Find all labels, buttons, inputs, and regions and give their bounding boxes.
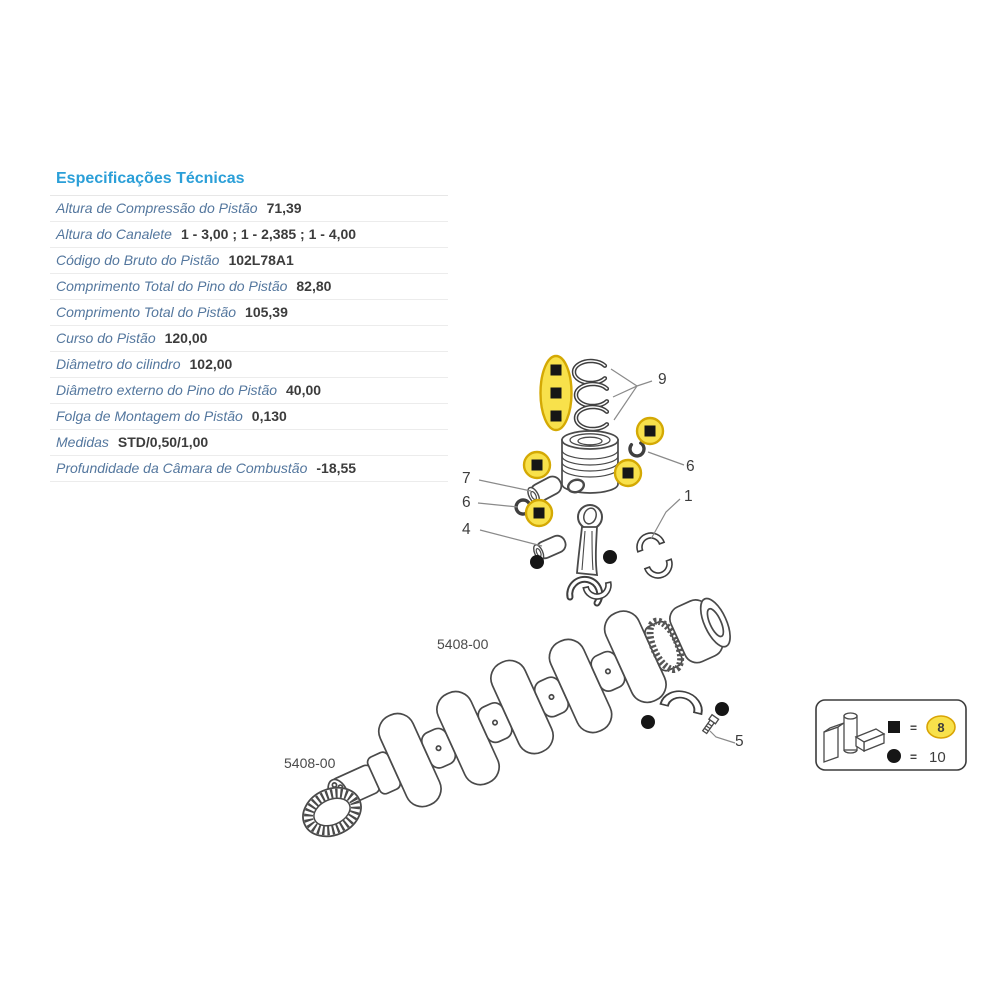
spec-value: 102L78A1 — [228, 252, 294, 268]
circlip-right-drawing — [627, 440, 647, 459]
spec-table-title: Especificações Técnicas — [50, 166, 448, 196]
spec-table: Especificações Técnicas Altura de Compre… — [50, 166, 448, 482]
assembly-code-upper: 5408-00 — [437, 636, 489, 652]
spec-label: Diâmetro do cilindro — [56, 356, 181, 372]
square-highlight-icon — [635, 416, 665, 446]
legend-eq-sign: = — [910, 721, 917, 735]
spec-value: 102,00 — [189, 356, 233, 372]
spec-label: Curso do Pistão — [56, 330, 156, 346]
spec-row: Código do Bruto do Pistão 102L78A1 — [50, 248, 448, 274]
legend-eq-sign: = — [910, 750, 917, 764]
legend-square-icon — [888, 721, 900, 733]
leader-lines — [477, 368, 736, 744]
spec-label: Comprimento Total do Pistão — [56, 304, 237, 320]
assembly-code-lower: 5408-00 — [284, 755, 336, 771]
spec-value: 105,39 — [245, 304, 288, 320]
spec-label: Medidas — [56, 434, 109, 450]
spec-row: Diâmetro externo do Pino do Pistão 40,00 — [50, 378, 448, 404]
spec-row: Comprimento Total do Pistão 105,39 — [50, 300, 448, 326]
spec-value: STD/0,50/1,00 — [117, 434, 209, 450]
spec-row: Comprimento Total do Pino do Pistão 82,80 — [50, 274, 448, 300]
square-highlight-icon — [522, 450, 552, 480]
spec-label: Comprimento Total do Pino do Pistão — [56, 278, 288, 294]
part-label-6-left: 6 — [462, 494, 471, 511]
part-label-5: 5 — [735, 733, 744, 750]
piston-drawing — [561, 430, 619, 494]
spec-value: 82,80 — [296, 278, 332, 294]
spec-value: 40,00 — [286, 382, 322, 398]
spec-row: Altura do Canalete 1 - 3,00 ; 1 - 2,385 ;… — [50, 222, 448, 248]
spec-label: Código do Bruto do Pistão — [56, 252, 220, 268]
rod-bearing-shells-drawing — [632, 528, 677, 583]
connecting-rod-drawing — [566, 504, 604, 607]
main-bearing-cap-drawing — [659, 685, 707, 716]
part-label-9: 9 — [658, 371, 667, 388]
spec-row: Diâmetro do cilindro 102,00 — [50, 352, 448, 378]
spec-value: 120,00 — [164, 330, 208, 346]
square-highlight-icon — [524, 498, 554, 528]
crankshaft-drawing — [327, 597, 731, 809]
spec-row: Folga de Montagem do Pistão 0,130 — [50, 404, 448, 430]
package-icon — [823, 712, 886, 763]
legend-circle-icon — [887, 749, 901, 763]
spec-value: 1 - 3,00 ; 1 - 2,385 ; 1 - 4,00 — [180, 226, 357, 242]
timing-gear-teeth — [646, 617, 685, 674]
legend-square-value: 8 — [937, 720, 944, 735]
spec-label: Altura do Canalete — [56, 226, 172, 242]
spec-row: Curso do Pistão 120,00 — [50, 326, 448, 352]
spec-value: 71,39 — [266, 200, 302, 216]
spec-value: -18,55 — [316, 460, 357, 476]
dot-marker-icon — [530, 550, 729, 729]
spec-value: 0,130 — [251, 408, 287, 424]
legend-highlight-ellipse — [926, 715, 956, 739]
part-label-4: 4 — [462, 521, 471, 538]
spec-row: Altura de Compressão do Pistão 71,39 — [50, 196, 448, 222]
oil-seal-drawing — [302, 786, 362, 838]
square-highlight-icon — [613, 458, 643, 488]
spec-label: Altura de Compressão do Pistão — [56, 200, 258, 216]
spec-label: Profundidade da Câmara de Combustão — [56, 460, 308, 476]
piston-rings-drawing — [571, 358, 610, 432]
bolt-drawing — [701, 713, 720, 735]
spec-row: Medidas STD/0,50/1,00 — [50, 430, 448, 456]
ring-set-highlight-icon — [539, 354, 573, 432]
bushing-drawing — [533, 534, 567, 561]
spec-label: Diâmetro externo do Pino do Pistão — [56, 382, 278, 398]
spec-row: Profundidade da Câmara de Combustão -18,5… — [50, 456, 448, 482]
part-label-6-right: 6 — [686, 458, 695, 475]
part-label-7: 7 — [462, 470, 471, 487]
legend-box: = 8 = 10 — [815, 699, 967, 771]
part-label-1: 1 — [684, 488, 693, 505]
spec-label: Folga de Montagem do Pistão — [56, 408, 243, 424]
legend-circle-value: 10 — [929, 749, 946, 766]
